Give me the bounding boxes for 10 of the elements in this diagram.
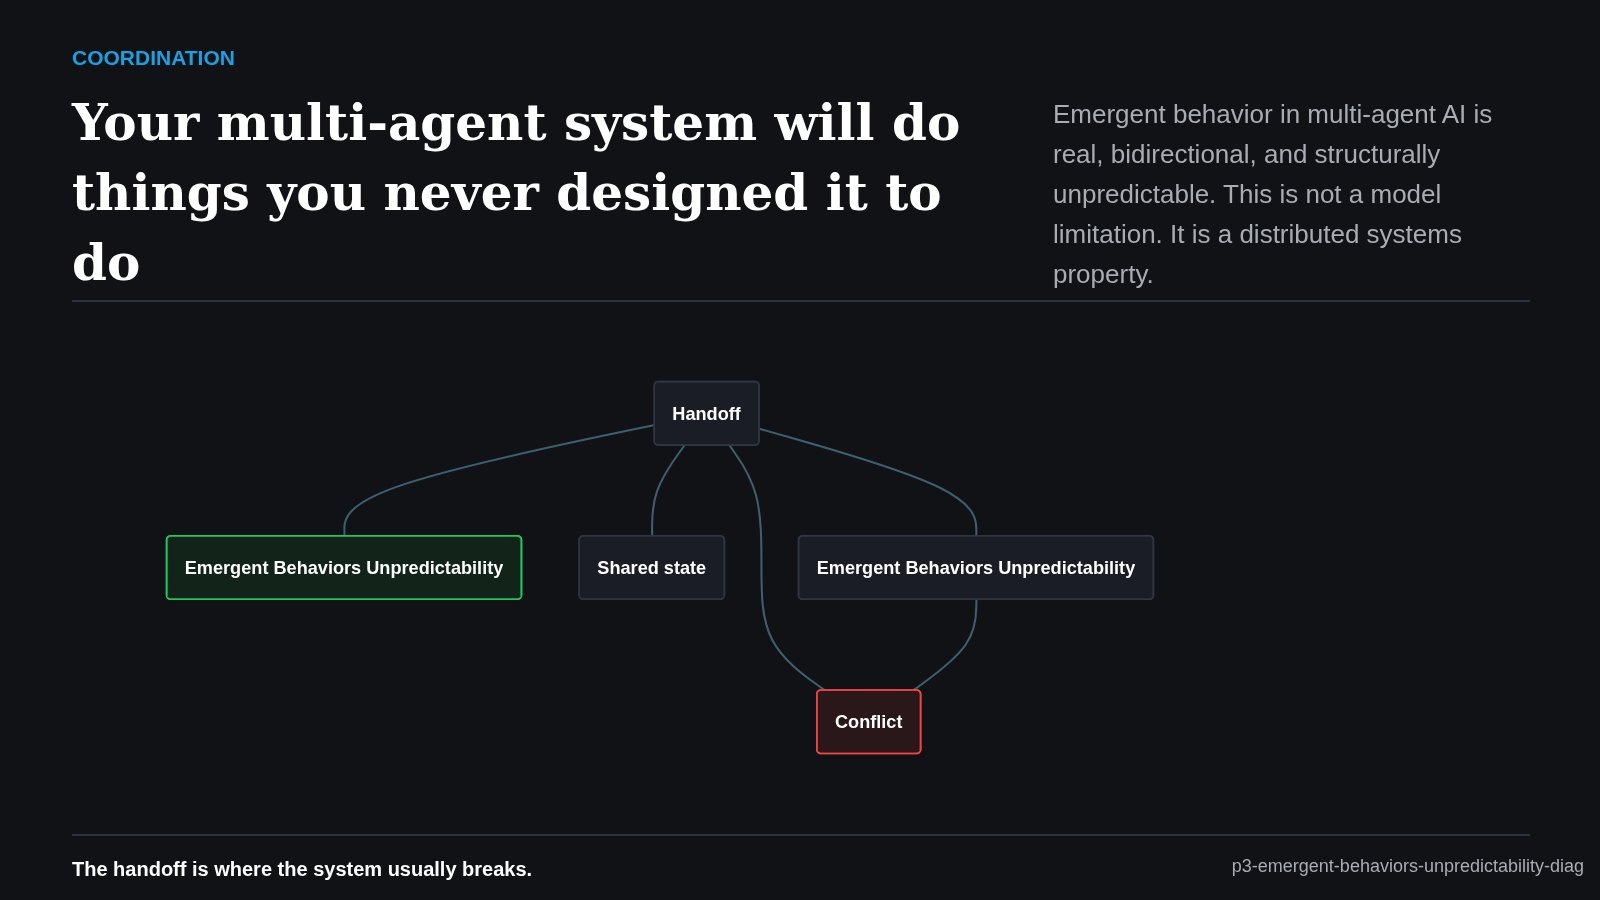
connector bbox=[912, 600, 978, 692]
connector bbox=[651, 445, 686, 537]
section-kicker: COORDINATION bbox=[72, 46, 235, 70]
caption: The handoff is where the system usually breaks. bbox=[72, 858, 533, 881]
description-text: Emergent behavior in multi-agent AI is real, bidirectional, and structurally unpredictable. This is not a model limitation. It is a distributed systems property. bbox=[1053, 98, 1494, 291]
connector bbox=[759, 428, 978, 537]
file-name-label: p3-emergent-behaviors-unpredictability-diag bbox=[1231, 856, 1584, 877]
page-title: Your multi-agent system will do things you never designed it to do bbox=[72, 92, 962, 294]
connector bbox=[343, 424, 655, 537]
connector bbox=[728, 445, 826, 692]
